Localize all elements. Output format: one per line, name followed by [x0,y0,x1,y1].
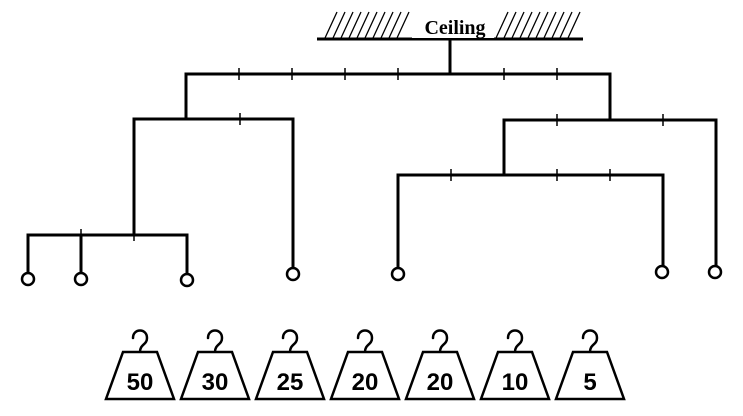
ceiling: Ceiling [317,11,583,41]
weight-hook-icon [431,329,449,354]
weight-hook-icon [356,329,374,354]
right-mid-beam [502,114,723,280]
hanger-ring [20,271,36,287]
hanger-ring [179,272,195,288]
weight-hook-icon [581,329,599,354]
weight-5[interactable]: 5 [554,329,626,401]
ceiling-hatching [324,11,581,39]
weight-30[interactable]: 30 [179,329,251,401]
left-bottom-beam [20,229,195,288]
weight-label: 50 [127,369,154,396]
weight-hook-icon [281,329,299,354]
hanger-ring [285,266,301,282]
weight-label: 20 [352,369,379,396]
weight-20[interactable]: 20 [329,329,401,401]
weight-label: 25 [277,369,304,396]
weight-20[interactable]: 20 [404,329,476,401]
weights-row: 50 30 25 20 20 10 5 [104,329,626,401]
ceiling-label: Ceiling [424,17,485,39]
weight-25[interactable]: 25 [254,329,326,401]
weight-label: 30 [202,369,229,396]
weight-hook-icon [131,329,149,354]
hanger-ring [73,271,89,287]
left-mid-beam [132,113,301,282]
weight-50[interactable]: 50 [104,329,176,401]
weight-label: 10 [502,369,529,396]
weight-hook-icon [206,329,224,354]
hanger-ring [390,266,406,282]
weight-label: 20 [427,369,454,396]
top-beam [184,39,612,122]
right-bottom-beam [390,169,670,282]
weight-label: 5 [583,369,596,396]
hanger-ring [654,264,670,280]
hanger-ring [707,264,723,280]
weight-hook-icon [506,329,524,354]
weight-10[interactable]: 10 [479,329,551,401]
